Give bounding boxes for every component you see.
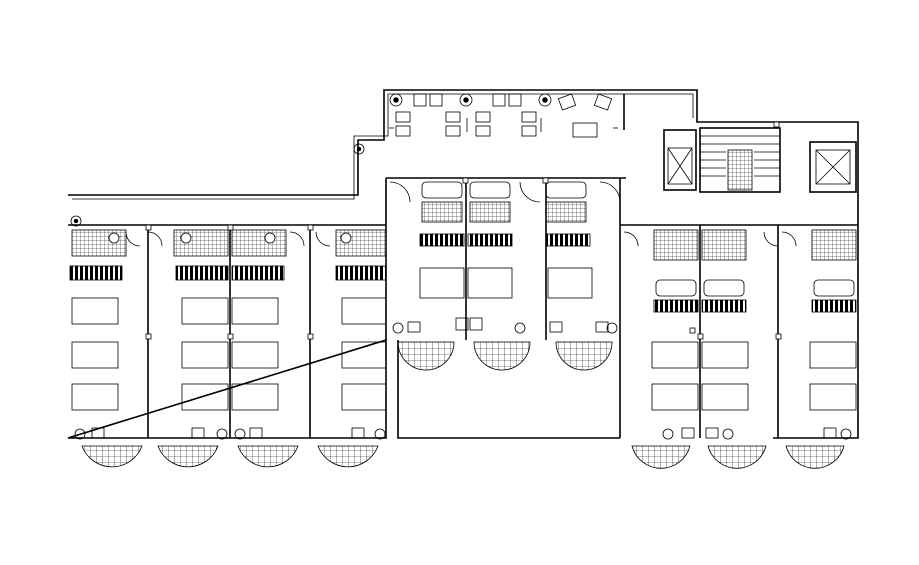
center-rooms (389, 178, 621, 371)
armchair-icon (74, 427, 386, 440)
bathtub-icon (655, 279, 855, 297)
sink-icon (108, 232, 352, 244)
bed-icon (651, 341, 857, 411)
plant-icon (70, 93, 552, 227)
wardrobe-icon (653, 299, 857, 313)
left-wing-rooms (69, 225, 387, 468)
balcony-icon (397, 341, 613, 371)
armchair-icon (395, 93, 613, 137)
column-icon (145, 121, 782, 340)
toilet-icon (71, 229, 387, 257)
door-swing-icon (623, 231, 797, 247)
elevator-icon (663, 129, 857, 193)
wardrobe-icon (69, 265, 387, 281)
door-swing-icon (389, 181, 621, 203)
toilet-icon (653, 229, 857, 261)
door-swing-icon (125, 231, 331, 247)
building-outline (67, 89, 859, 439)
right-wing-rooms (623, 225, 857, 469)
core-area (663, 127, 857, 193)
lounge-area (70, 93, 618, 227)
staircase-icon (699, 127, 781, 193)
bed-icon (419, 267, 593, 299)
balcony-icon (631, 445, 845, 469)
toilet-icon (421, 201, 587, 223)
armchair-icon (662, 427, 852, 440)
bathtub-icon (421, 181, 587, 199)
bed-icon (71, 297, 387, 411)
balcony-icon (81, 445, 379, 468)
wardrobe-icon (419, 233, 591, 247)
armchair-icon (392, 317, 618, 334)
lounge-table-icon (389, 118, 618, 138)
